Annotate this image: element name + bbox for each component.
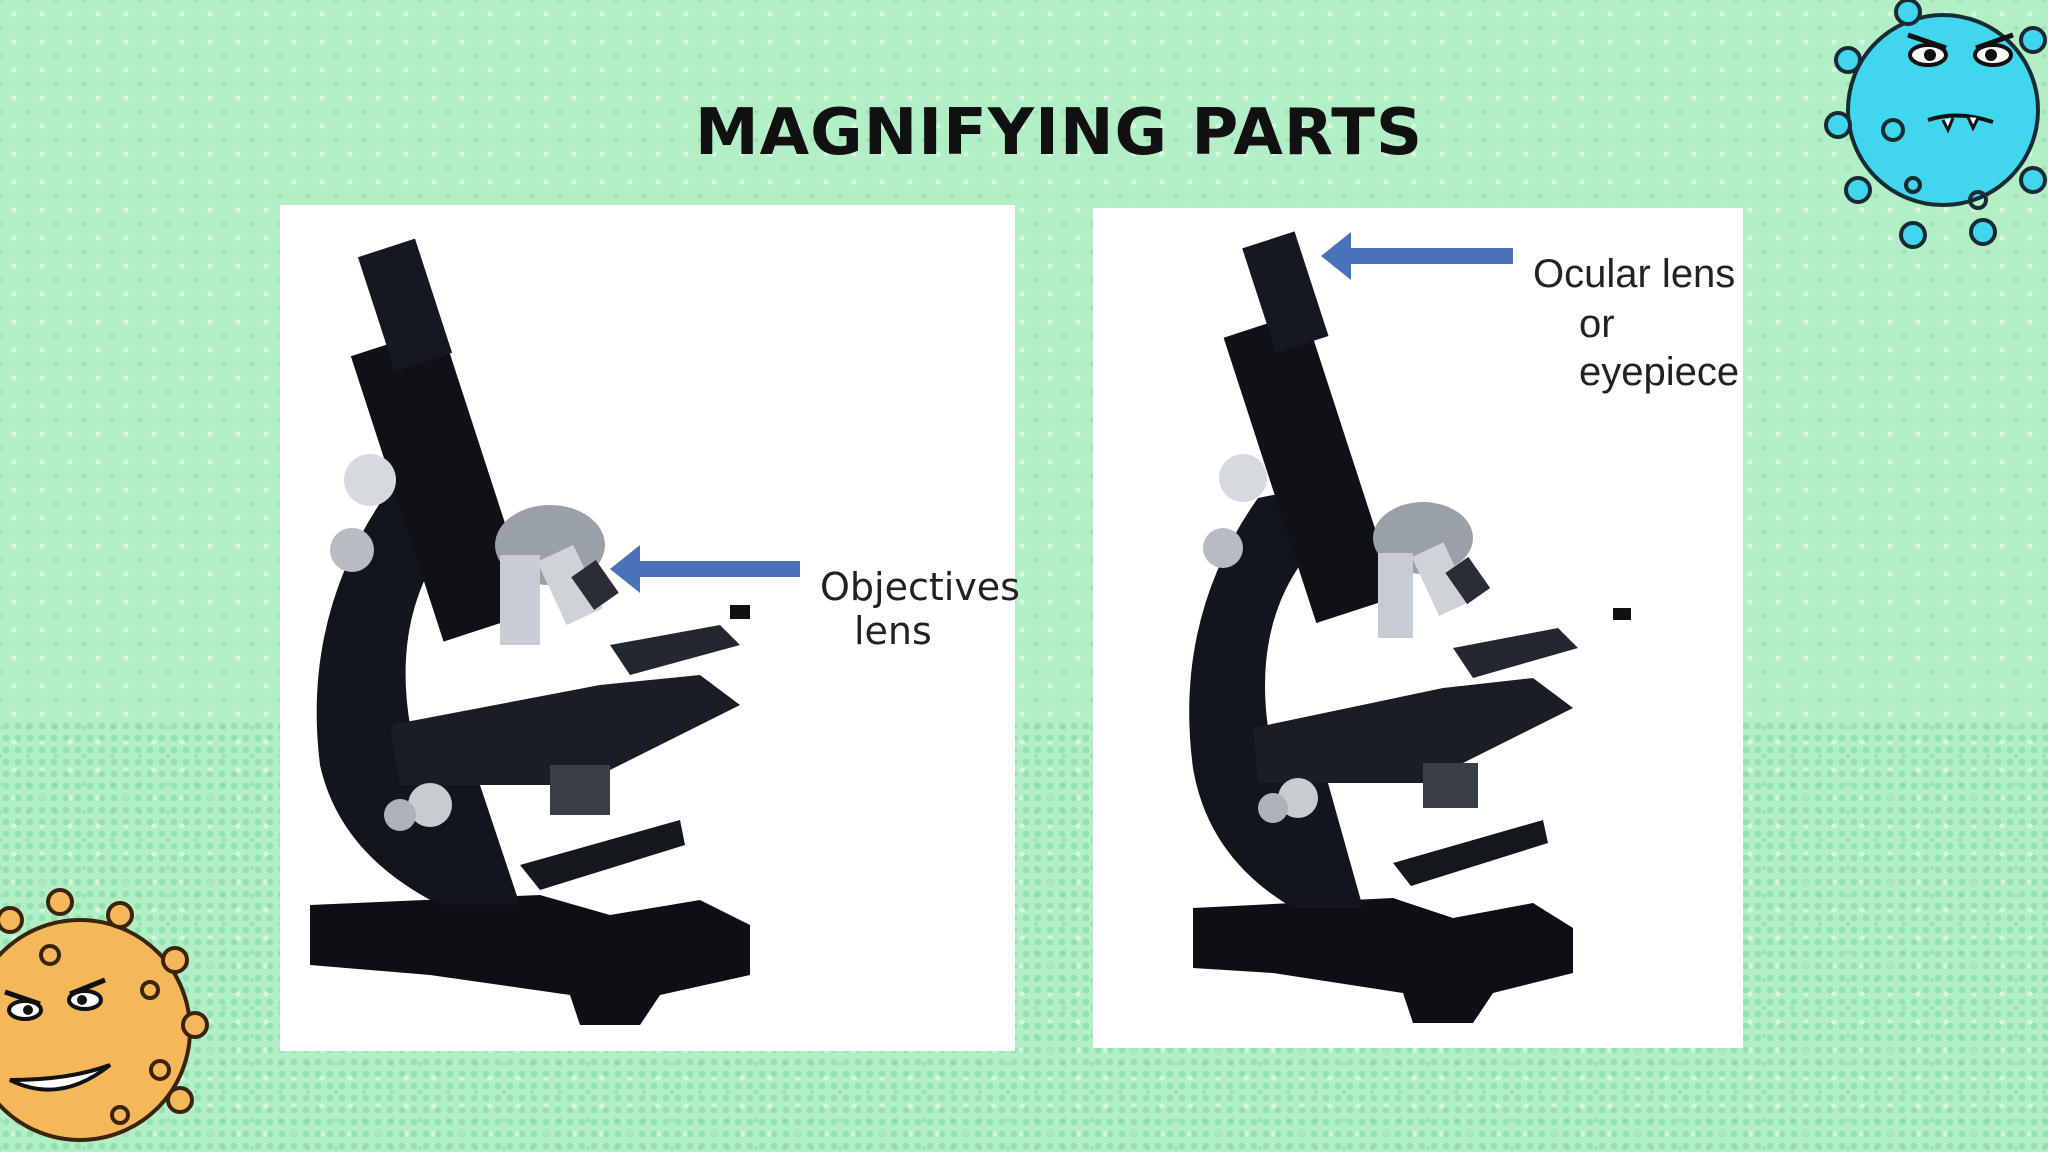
- microscope-illustration-2: [1189, 231, 1631, 1023]
- microscope-illustration: [310, 238, 800, 1025]
- microscope-image-ocular: Ocular lens or eyepiece: [1093, 208, 1743, 1048]
- label-objectives: Objectives: [820, 565, 1020, 609]
- blue-virus-icon: [1824, 0, 2047, 249]
- orange-virus-icon: [0, 888, 209, 1142]
- label-lens: lens: [854, 609, 932, 653]
- label-eyepiece: eyepiece: [1579, 350, 1740, 394]
- slide-title: MAGNIFYING PARTS: [694, 96, 1424, 170]
- microscope-image-objectives: Objectives lens: [280, 205, 1020, 1051]
- arrow-head-ocular: [1321, 232, 1351, 280]
- arrow-head-objectives: [610, 545, 640, 593]
- label-ocular-lens: Ocular lens: [1533, 252, 1736, 296]
- label-or: or: [1579, 302, 1615, 346]
